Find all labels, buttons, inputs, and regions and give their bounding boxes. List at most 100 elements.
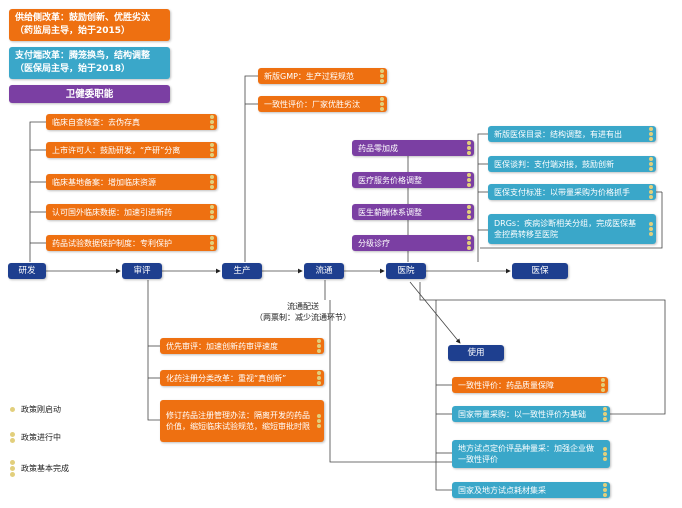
- health-commission-box: 卫健委职能: [9, 85, 170, 103]
- payment-reform-line1: 支付端改革：腾笼换鸟，结构调整: [15, 51, 151, 61]
- status-dots-icon: [317, 339, 321, 353]
- insurance-item-box: 医保谈判：支付端对接，鼓励创新: [488, 156, 656, 172]
- hospital-item-box: 分级诊疗: [352, 235, 474, 251]
- flow-node-distribution: 流通: [304, 263, 344, 279]
- flow-node-usage: 使用: [448, 345, 504, 361]
- supply-reform-line1: 供给侧改革：鼓励创新、优胜劣汰: [15, 13, 151, 23]
- insurance-item-label: 医保谈判：支付端对接，鼓励创新: [494, 159, 614, 169]
- legend-label: 政策基本完成: [21, 464, 69, 473]
- approval-item-box: 修订药品注册管理办法：隔离开发的药品价值，缩短临床试验规范，缩短审批时限: [160, 400, 324, 442]
- review-item-label: 临床自查核查：去伪存真: [52, 117, 140, 127]
- usage-item-box: 国家带量采购：以一致性评价为基础: [452, 406, 610, 422]
- legend-label: 政策进行中: [21, 433, 61, 442]
- health-commission-label: 卫健委职能: [65, 88, 114, 100]
- production-item-label: 新版GMP：生产过程规范: [264, 71, 354, 81]
- legend-dot-icon: [10, 407, 15, 412]
- payment-reform-line2: （医保局主导，始于2018）: [15, 64, 131, 74]
- distribution-note-line1: 流通配送: [287, 302, 319, 311]
- insurance-item-label: DRGs：疾病诊断相关分组，完成医保基金控费转移至医院: [494, 219, 637, 239]
- flow-node-label: 医院: [397, 265, 415, 276]
- status-dots-icon: [603, 447, 607, 461]
- status-dots-icon: [210, 236, 214, 250]
- usage-item-label: 国家带量采购：以一致性评价为基础: [458, 409, 586, 419]
- flow-node-label: 生产: [233, 265, 251, 276]
- status-dots-icon: [317, 371, 321, 385]
- hospital-item-label: 医疗服务价格调整: [358, 175, 422, 185]
- approval-item-label: 优先审评：加速创新药审评速度: [166, 341, 278, 351]
- status-dots-icon: [467, 205, 471, 219]
- insurance-item-box: 新版医保目录：结构调整，有进有出: [488, 126, 656, 142]
- status-dots-icon: [603, 407, 607, 421]
- flow-node-label: 流通: [315, 265, 333, 276]
- status-dots-icon: [317, 414, 321, 428]
- review-item-label: 临床基地备案：增加临床资源: [52, 177, 156, 187]
- review-item-box: 临床自查核查：去伪存真: [46, 114, 217, 130]
- status-dots-icon: [649, 157, 653, 171]
- hospital-item-box: 药品零加成: [352, 140, 474, 156]
- insurance-item-box: DRGs：疾病诊断相关分组，完成医保基金控费转移至医院: [488, 214, 656, 244]
- status-dots-icon: [467, 173, 471, 187]
- review-item-box: 上市许可人：鼓励研发，“产研”分离: [46, 142, 217, 158]
- supply-side-reform-box: 供给侧改革：鼓励创新、优胜劣汰 （药监局主导，始于2015）: [9, 9, 170, 41]
- insurance-item-label: 新版医保目录：结构调整，有进有出: [494, 129, 622, 139]
- status-dots-icon: [210, 205, 214, 219]
- legend-item-in-progress: 政策进行中: [10, 432, 61, 443]
- usage-item-label: 一致性评价：药品质量保障: [458, 380, 554, 390]
- flow-node-review: 审评: [122, 263, 162, 279]
- status-dots-icon: [467, 236, 471, 250]
- legend-item-started: 政策刚启动: [10, 404, 61, 415]
- production-item-box: 新版GMP：生产过程规范: [258, 68, 387, 84]
- hospital-item-label: 药品零加成: [358, 143, 398, 153]
- status-dots-icon: [649, 127, 653, 141]
- flow-node-production: 生产: [222, 263, 262, 279]
- review-item-box: 临床基地备案：增加临床资源: [46, 174, 217, 190]
- hospital-item-box: 医生薪酬体系调整: [352, 204, 474, 220]
- status-dots-icon: [380, 97, 384, 111]
- usage-item-label: 地方试点定价评品种量采：加强企业做一致性评价: [458, 444, 594, 464]
- hospital-item-box: 医疗服务价格调整: [352, 172, 474, 188]
- status-dots-icon: [649, 185, 653, 199]
- flow-node-label: 医保: [531, 265, 549, 276]
- insurance-item-box: 医保支付标准：以带量采购为价格抓手: [488, 184, 656, 200]
- review-item-label: 认可国外临床数据：加速引进新药: [52, 207, 172, 217]
- distribution-note-line2: （两票制：减少流通环节）: [255, 313, 351, 322]
- legend-label: 政策刚启动: [21, 405, 61, 414]
- supply-reform-line2: （药监局主导，始于2015）: [15, 26, 131, 36]
- status-dots-icon: [601, 378, 605, 392]
- usage-item-box: 地方试点定价评品种量采：加强企业做一致性评价: [452, 440, 610, 468]
- status-dots-icon: [649, 222, 653, 236]
- payment-side-reform-box: 支付端改革：腾笼换鸟，结构调整 （医保局主导，始于2018）: [9, 47, 170, 79]
- status-dots-icon: [210, 115, 214, 129]
- flow-node-label: 研发: [18, 265, 36, 276]
- approval-item-box: 化药注册分类改革：重视“真创新”: [160, 370, 324, 386]
- flow-node-label: 使用: [467, 347, 485, 358]
- status-dots-icon: [380, 69, 384, 83]
- status-dots-icon: [210, 175, 214, 189]
- legend-dot-icon: [10, 432, 15, 443]
- flow-node-label: 审评: [133, 265, 151, 276]
- status-dots-icon: [603, 483, 607, 497]
- insurance-item-label: 医保支付标准：以带量采购为价格抓手: [494, 187, 630, 197]
- legend-item-completed: 政策基本完成: [10, 460, 69, 477]
- usage-item-label: 国家及地方试点耗材集采: [458, 485, 546, 495]
- status-dots-icon: [210, 143, 214, 157]
- review-item-box: 认可国外临床数据：加速引进新药: [46, 204, 217, 220]
- status-dots-icon: [467, 141, 471, 155]
- flow-node-rnd: 研发: [8, 263, 46, 279]
- distribution-note: 流通配送 （两票制：减少流通环节）: [238, 301, 368, 323]
- usage-item-box: 一致性评价：药品质量保障: [452, 377, 608, 393]
- hospital-item-label: 医生薪酬体系调整: [358, 207, 422, 217]
- flow-node-hospital: 医院: [386, 263, 426, 279]
- production-item-label: 一致性评价：厂家优胜劣汰: [264, 99, 360, 109]
- approval-item-label: 化药注册分类改革：重视“真创新”: [166, 373, 287, 383]
- usage-item-box: 国家及地方试点耗材集采: [452, 482, 610, 498]
- approval-item-box: 优先审评：加速创新药审评速度: [160, 338, 324, 354]
- legend-dot-icon: [10, 460, 15, 477]
- production-item-box: 一致性评价：厂家优胜劣汰: [258, 96, 387, 112]
- hospital-item-label: 分级诊疗: [358, 238, 390, 248]
- flow-node-insurance: 医保: [512, 263, 568, 279]
- review-item-box: 药品试验数据保护制度：专利保护: [46, 235, 217, 251]
- review-item-label: 药品试验数据保护制度：专利保护: [52, 238, 172, 248]
- approval-item-label: 修订药品注册管理办法：隔离开发的药品价值，缩短临床试验规范，缩短审批时限: [166, 411, 310, 431]
- review-item-label: 上市许可人：鼓励研发，“产研”分离: [52, 145, 181, 155]
